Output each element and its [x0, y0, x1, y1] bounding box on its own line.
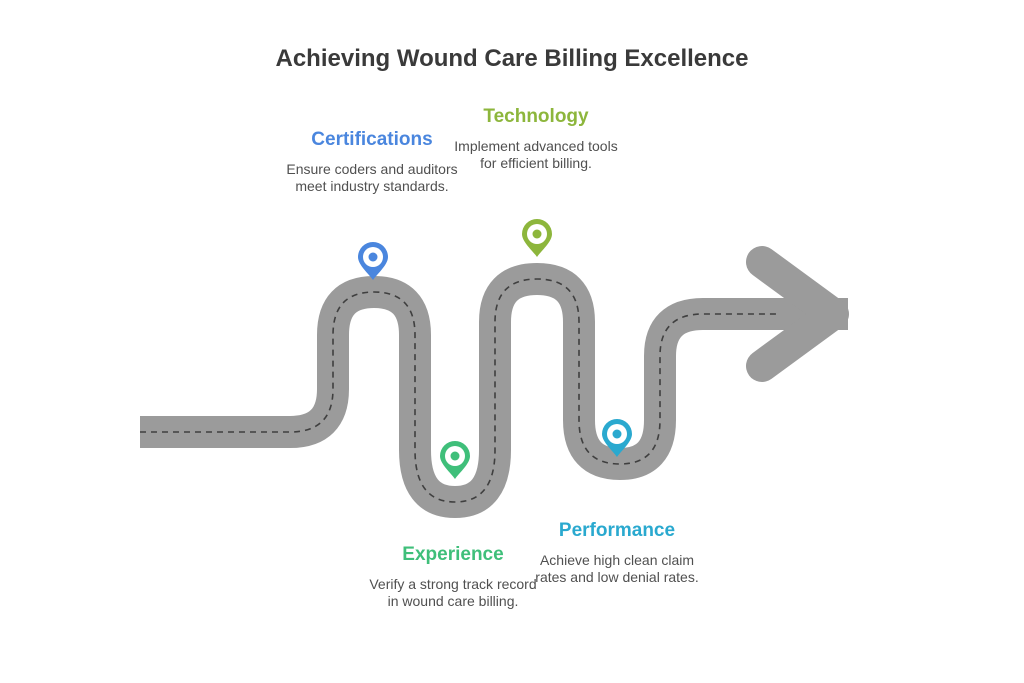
milestone-heading: Performance [558, 520, 676, 541]
milestone-technology: Technology Implement advanced tools for … [446, 106, 626, 172]
road-center-dashes [140, 278, 776, 503]
milestone-experience: Experience Verify a strong track record … [363, 544, 543, 610]
map-pin-icon [440, 441, 470, 479]
map-pin-icon [602, 419, 632, 457]
milestone-heading: Technology [483, 106, 589, 127]
milestone-description: Achieve high clean claim rates and low d… [535, 552, 699, 585]
milestone-description: Implement advanced tools for efficient b… [454, 138, 618, 171]
milestone-heading: Certifications [311, 129, 433, 150]
milestone-performance: Performance Achieve high clean claim rat… [527, 520, 707, 586]
map-pin-icon [358, 242, 388, 280]
milestone-heading: Experience [402, 544, 504, 565]
diagram-title: Achieving Wound Care Billing Excellence [275, 45, 749, 72]
arrow-head [746, 246, 849, 382]
milestone-certifications: Certifications Ensure coders and auditor… [282, 129, 462, 195]
milestone-description: Verify a strong track record in wound ca… [369, 576, 537, 609]
map-pin-icon [522, 219, 552, 257]
road-surface [140, 263, 848, 518]
milestone-description: Ensure coders and auditors meet industry… [286, 161, 458, 194]
